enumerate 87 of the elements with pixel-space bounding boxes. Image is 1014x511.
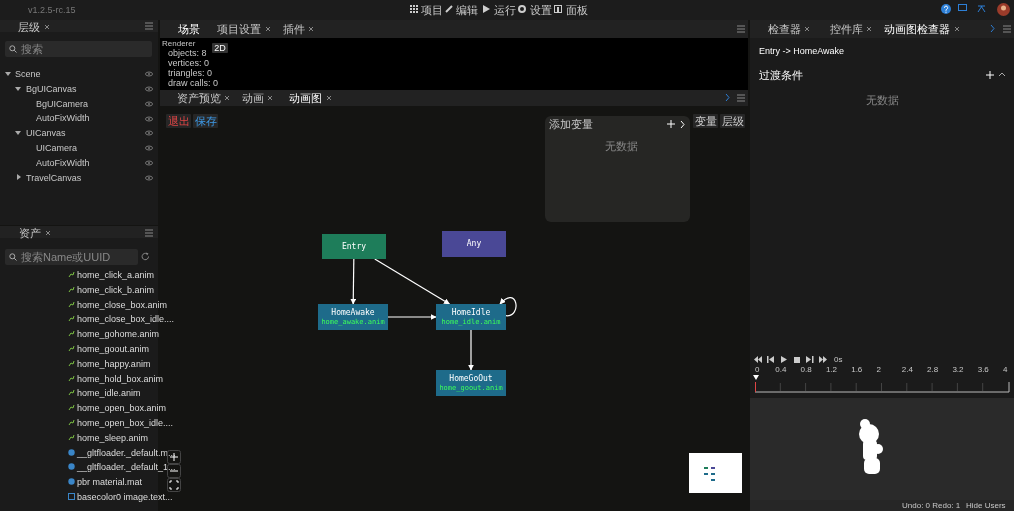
menu-item: 面板	[566, 4, 588, 16]
file-name: home_open_box.anim	[77, 403, 167, 414]
tree-item: Scene	[15, 69, 41, 79]
search-field: 搜索Name或UUID	[5, 249, 138, 265]
file-name: __gltfloader._default.m...	[77, 447, 176, 458]
entry-state-box	[322, 234, 386, 259]
transition-arrow	[387, 314, 437, 320]
file-name: home_happy.anim	[77, 358, 151, 369]
transition-arrow	[499, 297, 517, 317]
tab-title: 资产预览	[177, 92, 221, 104]
tab-title: 动画图检查器	[884, 23, 950, 35]
tree-item: BgUICamera	[36, 99, 89, 109]
timeline-tick-label: 2.8	[927, 365, 939, 375]
state-box	[318, 304, 388, 330]
tab-button: 变量	[693, 114, 718, 128]
timeline-tick-label: 1.6	[851, 365, 863, 375]
file-name: home_idle.anim	[77, 388, 141, 399]
state-box	[436, 370, 506, 396]
timeline-tick-label: 0.8	[800, 365, 812, 375]
tree-item: UICamera	[36, 143, 77, 153]
2d-toggle-button: 2D	[212, 43, 228, 53]
exit-button: 退出	[166, 114, 191, 128]
state-name: HomeAwake	[331, 308, 375, 318]
file-name: home_goout.anim	[77, 344, 150, 354]
tab-title: 控件库	[830, 23, 863, 35]
stats-text: draw calls: 0	[168, 78, 219, 88]
transition-arrow	[374, 258, 451, 305]
transition-title: Entry -> HomeAwake	[759, 46, 845, 56]
timeline-tick-label: 3.2	[952, 365, 964, 375]
state-name: Any	[466, 239, 482, 249]
empty-message: 无数据	[605, 140, 638, 152]
tab-title: 动画	[242, 92, 264, 104]
tree-item: AutoFixWidth	[36, 113, 90, 123]
empty-message: 无数据	[866, 94, 899, 106]
tab-title: 层级	[18, 21, 40, 33]
transition-arrow	[350, 258, 357, 305]
any-state-box	[442, 231, 506, 257]
stats-text: objects: 8	[168, 48, 207, 58]
state-name: HomeGoOut	[449, 374, 493, 384]
timeline-tick-label: 0.4	[775, 365, 787, 375]
file-name: home_sleep.anim	[77, 432, 149, 443]
menu-item: 设置	[530, 4, 552, 16]
file-name: __gltfloader._default_1...	[77, 462, 176, 473]
timeline-tick-label: 2	[876, 365, 881, 375]
file-name: home_close_box_idle....	[77, 314, 175, 325]
tab-title: 检查器	[768, 23, 801, 35]
menu-item: 项目	[421, 4, 443, 16]
search-field: 搜索	[5, 41, 152, 57]
tree-item: BgUICanvas	[26, 84, 77, 94]
file-name: home_hold_box.anim	[77, 373, 164, 384]
section-title: 过渡条件	[759, 69, 803, 81]
timeline-tick-label: 4	[1003, 365, 1008, 375]
tab-title: 场景	[178, 23, 200, 35]
timeline-tick-label: 0	[755, 365, 760, 375]
time-readout: 0s	[834, 355, 843, 365]
tree-item: TravelCanvas	[26, 173, 82, 183]
file-name: home_gohome.anim	[77, 329, 160, 340]
menu-item: 编辑	[456, 4, 478, 16]
file-name: pbr material.mat	[77, 477, 143, 488]
tree-item: UICanvas	[26, 128, 66, 138]
transition-arrow	[468, 329, 474, 371]
tab-button: 层级	[720, 114, 745, 128]
tab-title: 资产	[19, 227, 41, 239]
panel-title: 添加变量	[549, 118, 593, 130]
file-name: home_click_a.anim	[77, 270, 155, 280]
file-name: basecolor0 image.text...	[77, 492, 173, 502]
status-text: Undo: 0 Redo: 1	[902, 501, 961, 511]
timeline-tick-label: 1.2	[825, 365, 837, 375]
tree-item: AutoFixWidth	[36, 158, 90, 168]
version-text: v1.2.5-rc.15	[28, 5, 76, 15]
timeline-tick-label: 3.6	[977, 365, 989, 375]
stats-text: triangles: 0	[168, 68, 213, 78]
state-name: HomeIdle	[451, 308, 491, 318]
stats-text: vertices: 0	[168, 58, 209, 68]
file-name: home_close_box.anim	[77, 299, 168, 310]
status-text: Hide Users	[966, 501, 1006, 511]
state-box	[436, 304, 506, 330]
state-name: Entry	[341, 241, 367, 252]
panel-title: Renderer	[162, 39, 196, 48]
menu-item: 运行	[494, 4, 516, 16]
tab-title: 动画图	[289, 92, 322, 104]
tab-title: 项目设置	[217, 23, 261, 35]
file-name: home_click_b.anim	[77, 284, 155, 295]
timeline-tick-label: 2.4	[901, 365, 913, 375]
tab-title: 插件	[283, 23, 305, 35]
file-name: home_open_box_idle....	[77, 418, 174, 428]
save-button: 保存	[193, 114, 218, 128]
